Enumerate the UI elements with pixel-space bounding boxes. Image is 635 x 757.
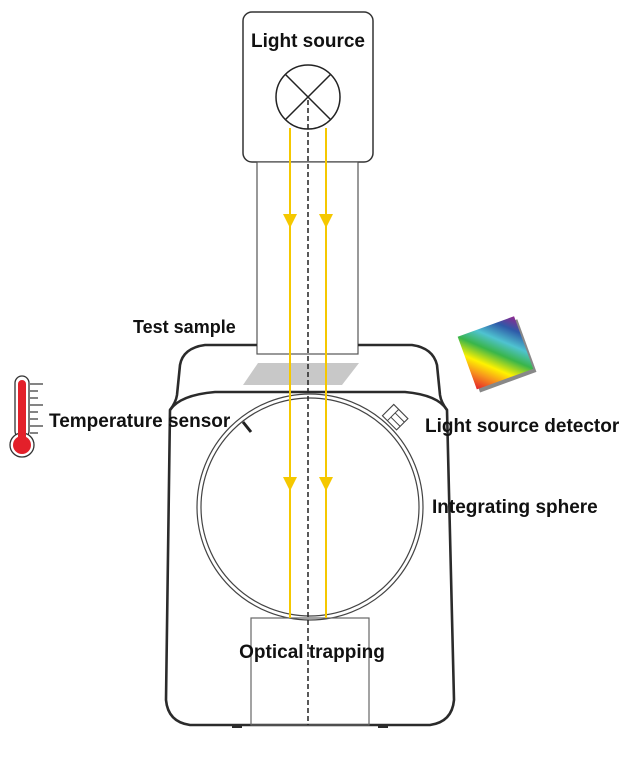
- temperature-probe: [241, 421, 253, 433]
- beam-arrow: [319, 214, 333, 228]
- detector-port: [381, 403, 409, 431]
- light-beams: [283, 128, 333, 618]
- label-light-source: Light source: [251, 31, 365, 52]
- beam-arrow: [283, 214, 297, 228]
- beam-arrow: [319, 477, 333, 491]
- test-sample-plate: [243, 363, 359, 385]
- sample-tube: [256, 161, 359, 355]
- thermometer-icon: [9, 375, 43, 458]
- beam-arrow: [283, 477, 297, 491]
- label-integrating-sphere: Integrating sphere: [432, 497, 598, 518]
- label-light-source-detector: Light source detector: [425, 416, 620, 437]
- foot-right: [378, 724, 388, 728]
- optical-trap-box: [250, 617, 370, 726]
- housing-lid-edge: [168, 390, 449, 411]
- integrating-sphere: [196, 393, 424, 621]
- label-optical-trapping: Optical trapping: [239, 642, 385, 663]
- foot-left: [232, 724, 242, 728]
- label-test-sample: Test sample: [133, 317, 236, 337]
- label-temperature-sensor: Temperature sensor: [49, 411, 231, 432]
- spectrum-detector-icon: [457, 316, 537, 393]
- lamp-icon: [275, 64, 341, 130]
